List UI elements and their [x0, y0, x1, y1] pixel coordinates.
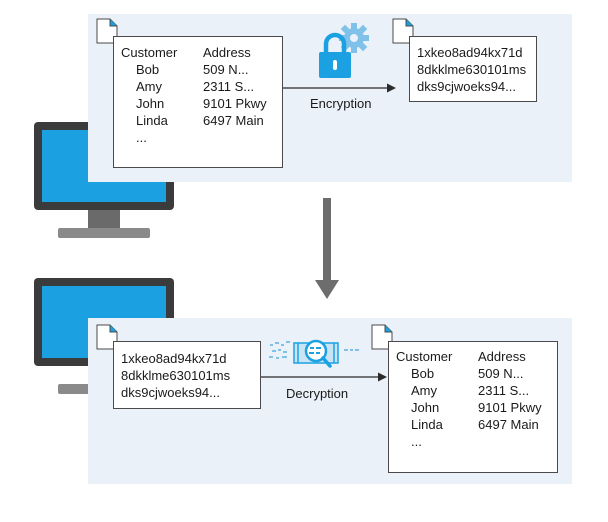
table-header-row: Customer Address: [396, 348, 542, 365]
address-cell: 2311 S...: [478, 383, 530, 398]
ciphertext-document: [113, 341, 261, 409]
ciphertext-line: dks9cjwoeks94...: [417, 79, 516, 94]
customer-cell: Linda: [411, 417, 443, 432]
padlock-gear-icon: [314, 22, 372, 82]
plaintext-table: Customer Address Bob 509 N... Amy 2311 S…: [121, 44, 267, 146]
encryption-arrow: [283, 82, 397, 94]
document-icon: [392, 18, 414, 44]
table-row: ...: [396, 433, 542, 450]
decryption-label: Decryption: [286, 386, 349, 401]
ciphertext-line: 8dkklme630101ms: [121, 368, 231, 383]
down-arrow: [314, 198, 340, 300]
table-row: Bob 509 N...: [396, 365, 542, 382]
plaintext-table: Customer Address Bob 509 N... Amy 2311 S…: [396, 348, 542, 450]
column-header-customer: Customer: [121, 45, 178, 60]
customer-cell: Linda: [136, 113, 168, 128]
ciphertext-document: [409, 36, 537, 102]
customer-cell: Bob: [411, 366, 435, 381]
table-row: Linda 6497 Main: [121, 112, 267, 129]
plaintext-document: [388, 341, 558, 473]
customer-cell: Bob: [136, 62, 160, 77]
document-icon: [371, 324, 393, 350]
customer-cell: Amy: [136, 79, 162, 94]
ciphertext-line: 8dkklme630101ms: [417, 62, 527, 77]
address-cell: 9101 Pkwy: [478, 400, 542, 415]
address-cell: 509 N...: [203, 62, 249, 77]
table-header-row: Customer Address: [121, 44, 267, 61]
address-cell: 2311 S...: [203, 79, 255, 94]
table-row: Amy 2311 S...: [396, 382, 542, 399]
decryption-magnifier-icon: [268, 336, 362, 370]
plaintext-document: [113, 36, 283, 168]
encryption-label: Encryption: [310, 96, 372, 111]
column-header-address: Address: [478, 349, 526, 364]
column-header-customer: Customer: [396, 349, 453, 364]
ellipsis-cell: ...: [136, 130, 147, 145]
ciphertext-text: 1xkeo8ad94kx71d 8dkklme630101ms dks9cjwo…: [121, 350, 230, 401]
address-cell: 509 N...: [478, 366, 524, 381]
address-cell: 6497 Main: [203, 113, 264, 128]
table-row: Linda 6497 Main: [396, 416, 542, 433]
customer-cell: Amy: [411, 383, 437, 398]
address-cell: 6497 Main: [478, 417, 539, 432]
ciphertext-line: 1xkeo8ad94kx71d: [121, 351, 227, 366]
decryption-arrow: [261, 371, 389, 383]
customer-cell: John: [411, 400, 440, 415]
table-row: Amy 2311 S...: [121, 78, 267, 95]
column-header-address: Address: [203, 45, 251, 60]
table-row: ...: [121, 129, 267, 146]
ellipsis-cell: ...: [411, 434, 422, 449]
document-icon: [96, 324, 118, 350]
address-cell: 9101 Pkwy: [203, 96, 267, 111]
table-row: Bob 509 N...: [121, 61, 267, 78]
ciphertext-text: 1xkeo8ad94kx71d 8dkklme630101ms dks9cjwo…: [417, 44, 526, 95]
ciphertext-line: 1xkeo8ad94kx71d: [417, 45, 523, 60]
table-row: John 9101 Pkwy: [396, 399, 542, 416]
customer-cell: John: [136, 96, 165, 111]
ciphertext-line: dks9cjwoeks94...: [121, 385, 220, 400]
document-icon: [96, 18, 118, 44]
table-row: John 9101 Pkwy: [121, 95, 267, 112]
